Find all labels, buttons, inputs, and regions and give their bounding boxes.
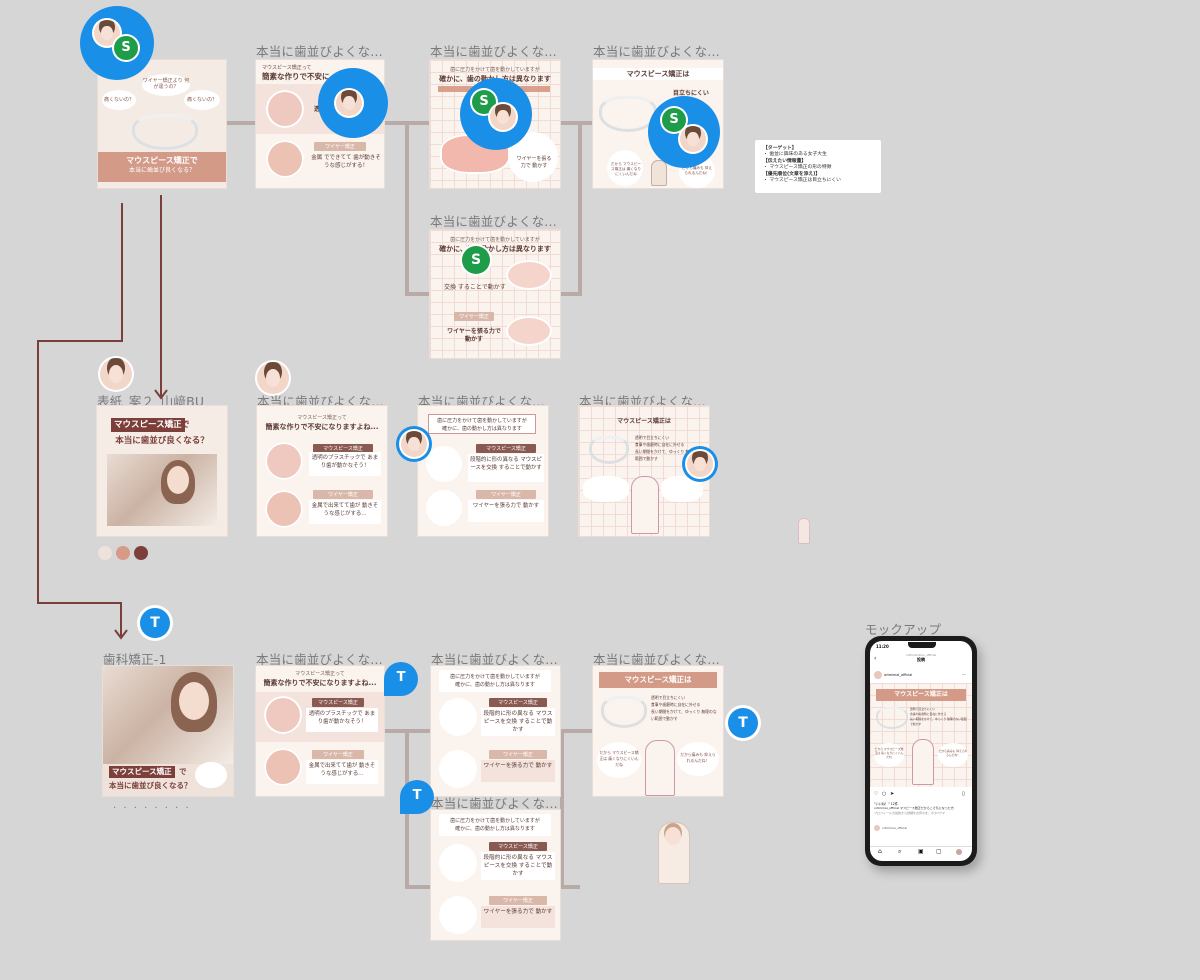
teeth-photo	[265, 490, 303, 528]
user-badge-s[interactable]: S	[462, 246, 490, 274]
cover-photo	[103, 666, 233, 764]
frame-title[interactable]: 本当に歯並びよくな...	[430, 214, 557, 229]
arrow-head-icon	[154, 389, 168, 400]
frame-title[interactable]: 本当に歯並びよくな...	[593, 44, 720, 59]
home-icon[interactable]: ⌂	[878, 848, 882, 855]
slide-card[interactable]: マウスピース矯正って簡素な作りで不安になりますよね... マウスピース矯正 透明…	[256, 666, 384, 796]
teeth-photo	[266, 90, 304, 128]
avatar	[874, 825, 880, 831]
user-badge-s[interactable]: S	[662, 108, 686, 132]
girl-illustration	[645, 740, 675, 796]
cover-title: マウスピース矯正で	[126, 156, 198, 165]
share-icon[interactable]: ➤	[890, 791, 895, 797]
color-swatch[interactable]	[134, 546, 148, 560]
user-badge-s[interactable]: S	[114, 36, 138, 60]
avatar[interactable]	[680, 126, 706, 152]
frame-title[interactable]: 本当に歯並びよくな...	[256, 44, 383, 59]
cover-subtitle: 本当に歯並び良くなる？	[128, 167, 195, 174]
avatar[interactable]	[257, 362, 289, 394]
girl-illustration	[798, 518, 810, 544]
speech-bubble: 痛くないの？	[102, 90, 136, 110]
slide-card[interactable]: 歯に圧力をかけて歯を動かしていますが確かに、歯の動かし方は異なります 交換 する…	[430, 230, 560, 358]
teeth-photo	[264, 748, 302, 786]
frame-title[interactable]: 表紙_案２_山﨑BU	[97, 394, 205, 409]
more-icon[interactable]: ···	[962, 672, 966, 677]
reels-icon[interactable]: ▣	[918, 848, 924, 855]
avatar[interactable]	[490, 104, 516, 130]
comment-icon[interactable]: ○	[882, 791, 887, 797]
teeth-photo	[265, 442, 303, 480]
shop-icon[interactable]: ▢	[936, 848, 942, 855]
search-icon[interactable]: ⌕	[898, 848, 902, 855]
frame-title[interactable]: 本当に歯並びよくな...	[418, 394, 545, 409]
avatar[interactable]	[687, 451, 713, 477]
mouthpiece-image	[589, 436, 629, 464]
frame-title[interactable]: モックアップ	[865, 622, 942, 637]
slide-card[interactable]: 歯に圧力をかけて歯を動かしていますが確かに、歯の動かし方は異なります マウスピー…	[431, 666, 560, 796]
cover-photo	[107, 454, 217, 526]
user-badge-t[interactable]: T	[140, 608, 170, 638]
frame-title[interactable]: 本当に歯並びよくな...	[257, 394, 384, 409]
avatar[interactable]	[401, 431, 427, 457]
teeth-photo	[264, 696, 302, 734]
arrow-head-icon	[114, 629, 128, 640]
avatar[interactable]	[874, 671, 882, 679]
teeth-photo	[266, 140, 304, 178]
phone-mockup[interactable]: 11:20 orthodontics_official 投稿 ‹ ortmima…	[865, 636, 977, 866]
frame-title[interactable]: 本当に歯並びよくな...	[579, 394, 706, 409]
frame-title[interactable]: 歯科矯正-1	[103, 652, 167, 667]
back-icon[interactable]: ‹	[874, 655, 877, 662]
cover-card[interactable]: ワイヤー矯正より 何が違うの？ 痛くないの？ 痛くないの？ マウスピース矯正で …	[98, 60, 226, 188]
frame-title[interactable]: 本当に歯並びよくな...	[593, 652, 720, 667]
frame-title[interactable]: 本当に歯並びよくな...	[256, 652, 383, 667]
profile-icon[interactable]	[956, 849, 962, 855]
cover-title-band: マウスピース矯正で 本当に歯並び良くなる？	[98, 152, 226, 182]
girl-illustration	[658, 822, 690, 884]
girl-illustration	[631, 476, 659, 534]
comment-pin[interactable]: T	[384, 662, 418, 696]
teeth-model	[506, 316, 552, 346]
cover-card[interactable]: マウスピース矯正 で 本当に歯並び良くなる？	[103, 666, 233, 796]
frame-title[interactable]: 本当に歯並びよくな...	[431, 796, 558, 811]
girl-illustration	[651, 160, 667, 186]
slide-card[interactable]: マウスピース矯正は 透明で目立ちにくい食事や歯磨時に自在に外せる長い期間をかけて…	[593, 666, 723, 796]
mouthpiece-image	[601, 696, 647, 728]
post-image: マウスピース矯正は 透明で目立ちにくい食事や歯磨時に自在に外せる長い期間をかけて…	[870, 683, 972, 787]
slide-card[interactable]: 歯に圧力をかけて歯を動かしていますが確かに、歯の動かし方は異なります マウスピー…	[431, 810, 560, 940]
slide-card[interactable]: 歯に圧力をかけて歯を動かしていますが確かに、歯の動かし方は異なります マウスピー…	[418, 406, 548, 536]
avatar[interactable]	[336, 90, 362, 116]
teeth-model	[506, 260, 552, 290]
comment-pin[interactable]: T	[400, 780, 434, 814]
speech-bubble: 痛くないの？	[184, 90, 220, 110]
cover-card[interactable]: マウスピース矯正 で 本当に歯並び良くなる？	[97, 406, 227, 536]
color-swatch[interactable]	[116, 546, 130, 560]
heart-icon[interactable]: ♡	[874, 791, 879, 797]
color-swatch[interactable]	[98, 546, 112, 560]
frame-title[interactable]: 本当に歯並びよくな...	[430, 44, 557, 59]
sticky-note[interactable]: 【ターゲット】 ・ 歯並に興味のある女子大生 【伝えたい情報量】 ・ マウスピー…	[755, 140, 881, 193]
user-badge-t[interactable]: T	[728, 708, 758, 738]
mouthpiece-image	[132, 114, 198, 150]
speech-bubble: ワイヤー矯正より 何が違うの？	[142, 74, 190, 96]
avatar[interactable]	[100, 358, 132, 390]
slide-card[interactable]: マウスピース矯正って簡素な作りで不安になりますよね... マウスピース矯正 透明…	[257, 406, 387, 536]
frame-title[interactable]: 本当に歯並びよくな...	[431, 652, 558, 667]
bookmark-icon[interactable]: ▯	[962, 791, 965, 797]
